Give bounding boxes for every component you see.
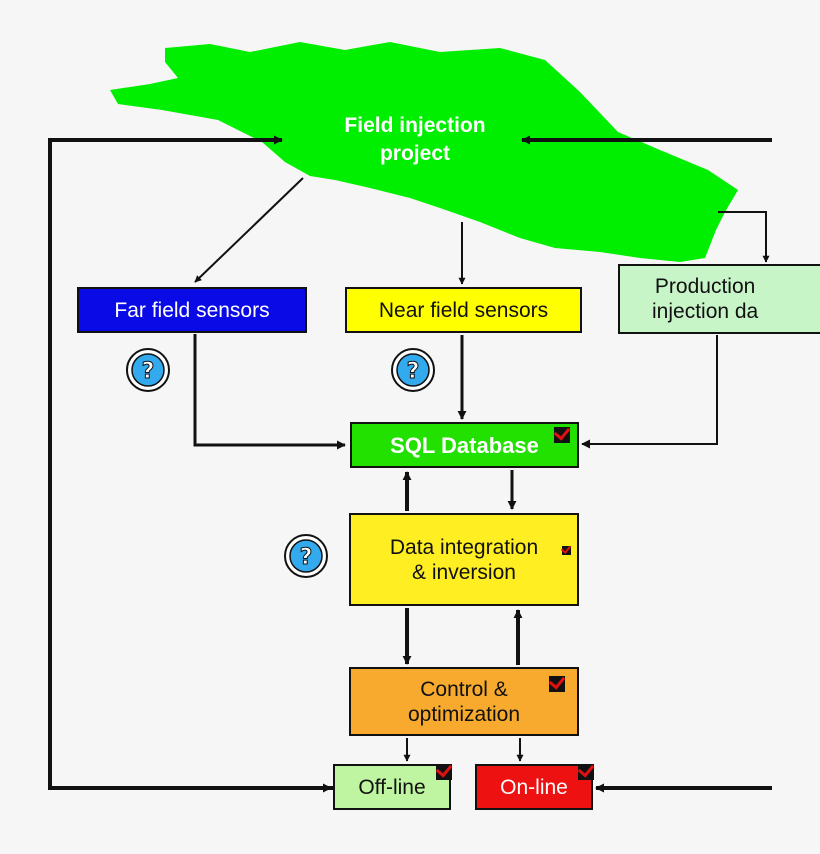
production-to-sql-arrow bbox=[581, 335, 718, 449]
online-box: On-line bbox=[475, 764, 593, 810]
loop-left-connector bbox=[48, 135, 333, 790]
sql-database-label: SQL Database bbox=[390, 432, 539, 458]
production-injection-data-box: Production injection da bbox=[618, 264, 820, 334]
field-cloud-shape bbox=[110, 42, 738, 262]
checkmark-icon bbox=[578, 764, 594, 780]
checkmark-icon bbox=[436, 764, 452, 780]
svg-text:?: ? bbox=[300, 545, 313, 570]
control-optimization-label: Control & optimization bbox=[407, 677, 521, 726]
svg-text:?: ? bbox=[142, 359, 155, 384]
near-field-sensors-box: Near field sensors bbox=[345, 287, 582, 333]
far-field-sensors-label: Far field sensors bbox=[114, 298, 270, 322]
far-to-sql-arrow bbox=[193, 334, 346, 450]
checkmark-icon bbox=[562, 546, 571, 555]
far-field-sensors-box: Far field sensors bbox=[77, 287, 307, 333]
checkmark-icon bbox=[554, 427, 570, 443]
control-optimization-box: Control & optimization bbox=[349, 667, 579, 736]
offline-label: Off-line bbox=[358, 775, 426, 799]
question-icon: ? bbox=[284, 534, 328, 578]
svg-text:?: ? bbox=[407, 359, 420, 384]
data-integration-label: Data integration & inversion bbox=[389, 535, 539, 584]
sql-database-box: SQL Database bbox=[350, 422, 579, 468]
data-integration-box: Data integration & inversion bbox=[349, 513, 579, 606]
question-icon: ? bbox=[391, 348, 435, 392]
online-label: On-line bbox=[500, 775, 568, 799]
field-injection-project-label: Field injection project bbox=[344, 114, 486, 165]
question-icon: ? bbox=[126, 348, 170, 392]
near-field-sensors-label: Near field sensors bbox=[378, 298, 549, 322]
offline-box: Off-line bbox=[333, 764, 451, 810]
cloud-to-production-arrow bbox=[718, 211, 770, 263]
checkmark-icon bbox=[549, 676, 565, 692]
production-injection-data-label: Production injection da bbox=[652, 275, 759, 323]
cloud-to-far-arrow bbox=[194, 177, 304, 283]
